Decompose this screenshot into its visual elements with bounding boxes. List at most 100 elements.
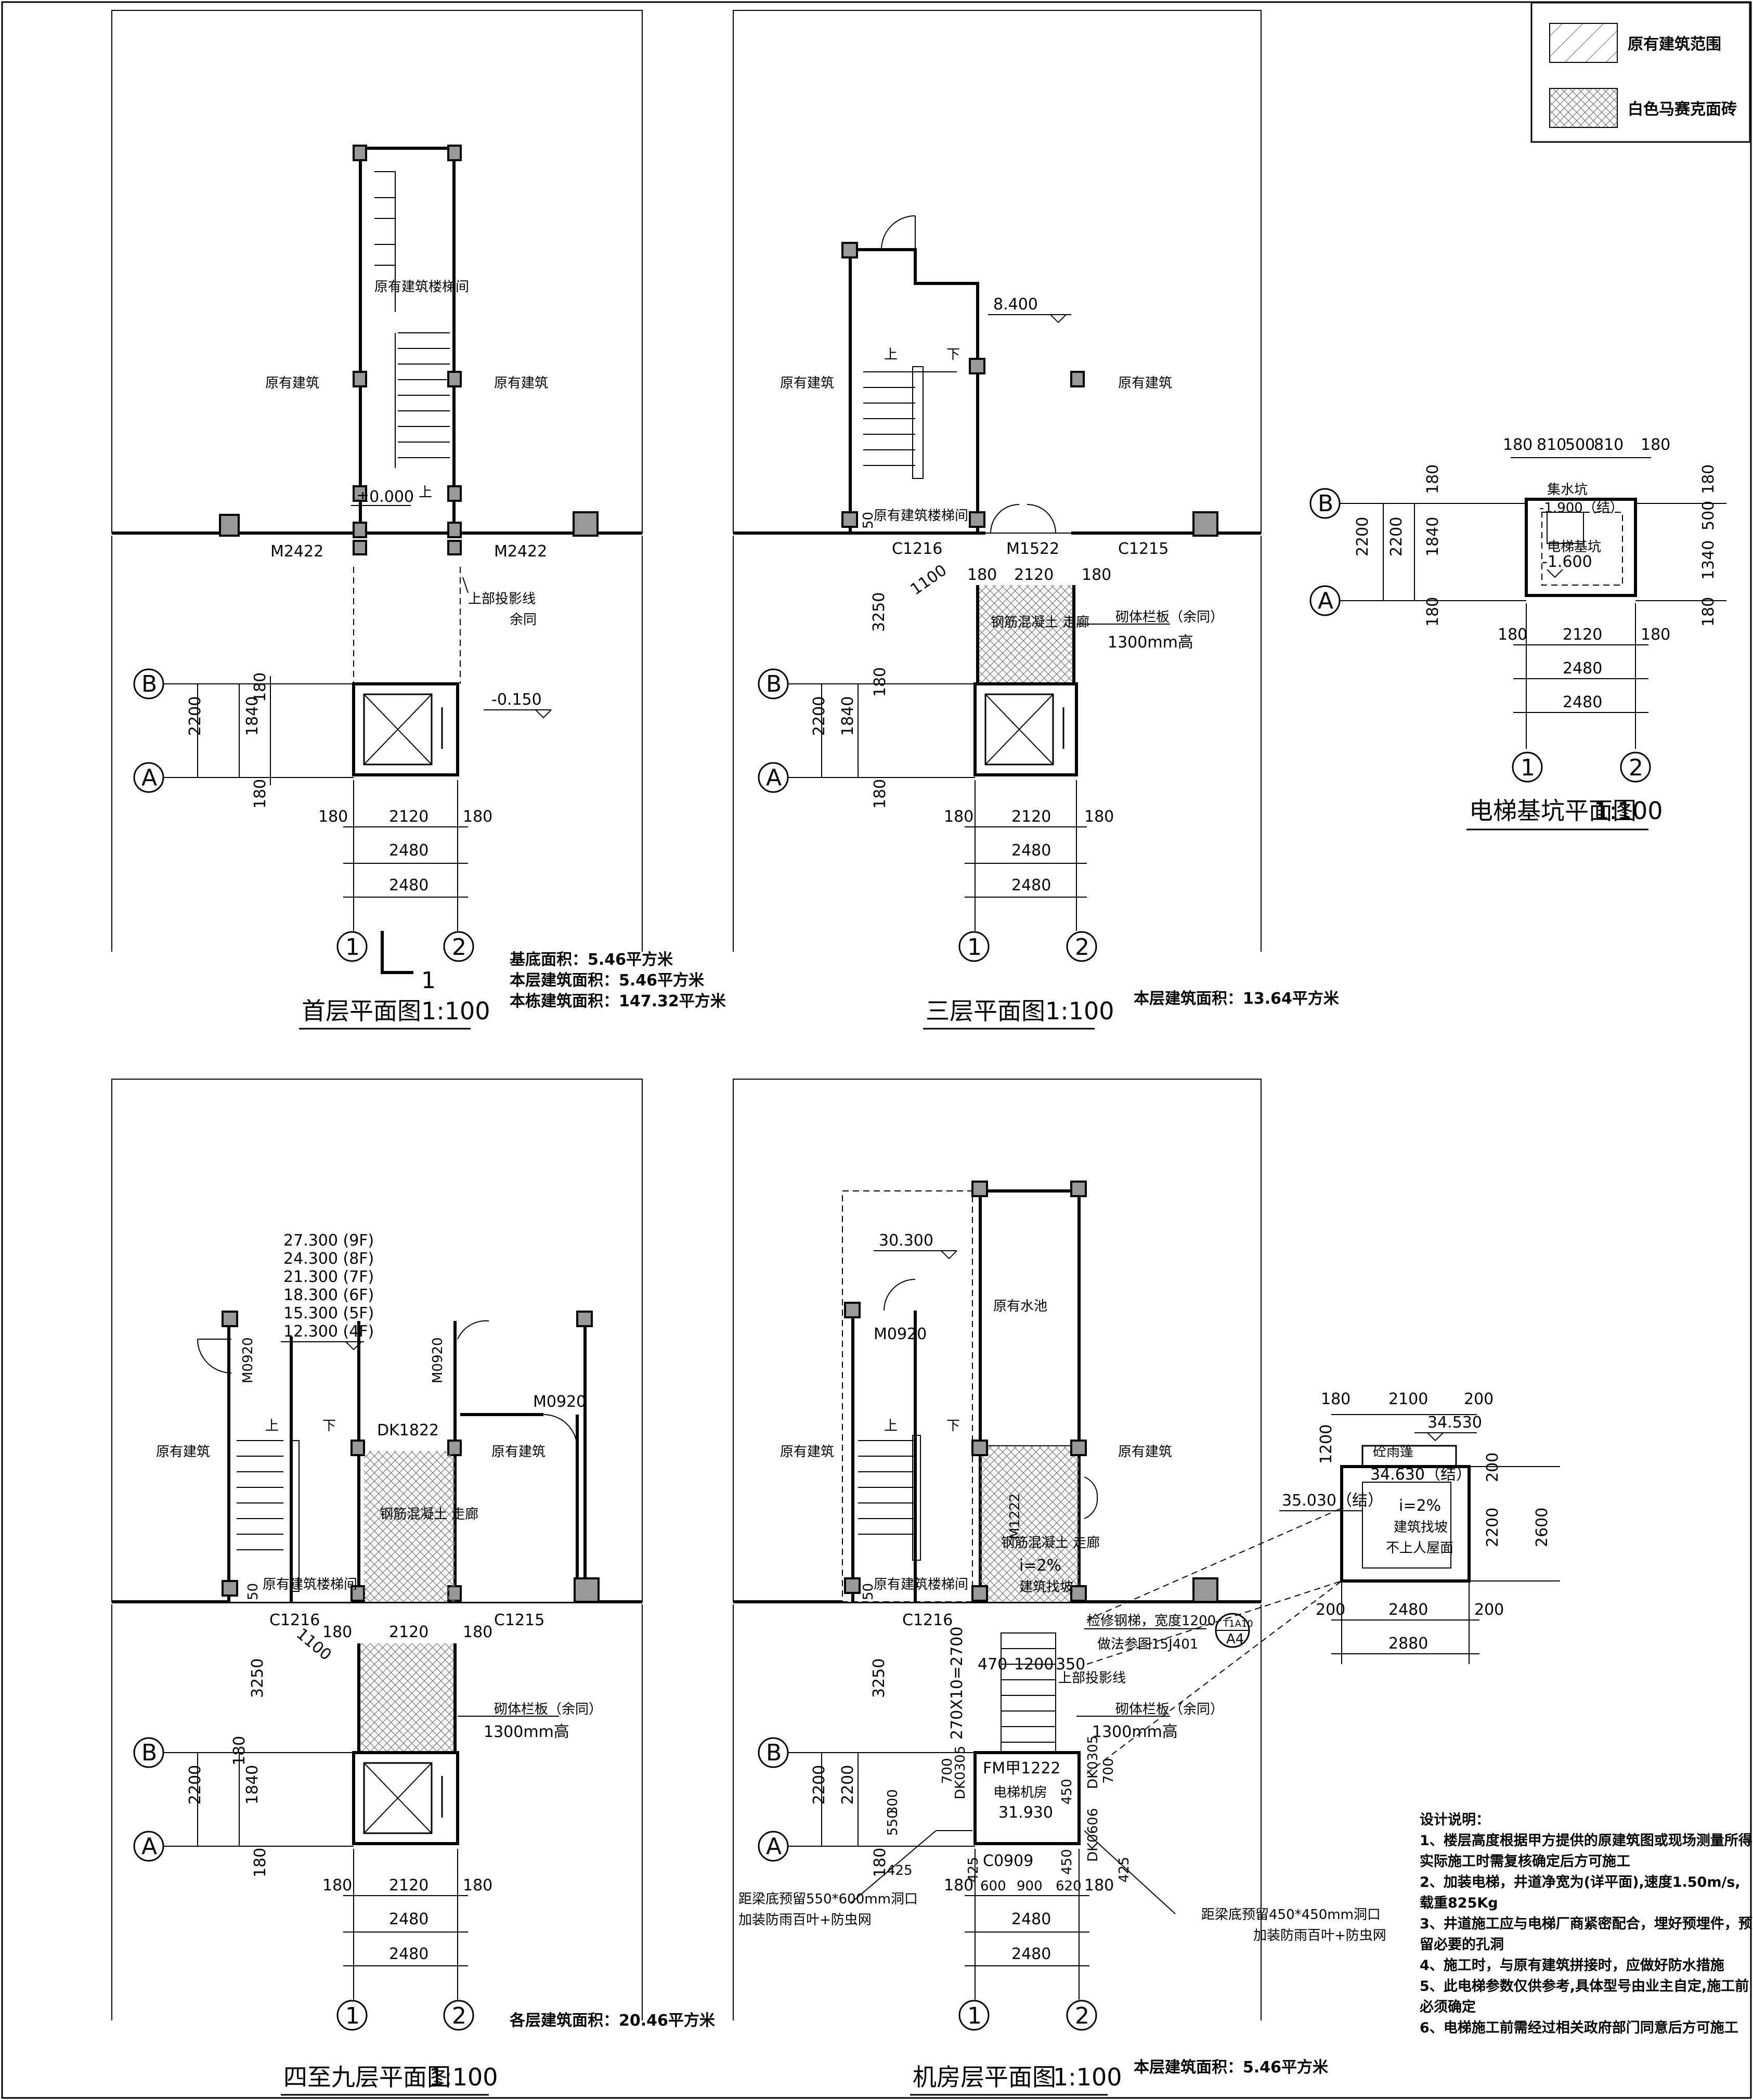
elevator-shaft <box>352 682 459 776</box>
elevator-car <box>363 693 433 766</box>
sump-elevation: -1.900（结） <box>1539 500 1624 516</box>
up-label: 上 <box>265 1418 279 1434</box>
note-line-5: 3、井道施工应与电梯厂商紧密配合，埋好预埋件，预 <box>1420 1916 1752 1932</box>
railing-height: 1300mm高 <box>1092 1723 1178 1741</box>
canopy-label: 砼雨篷 <box>1373 1444 1413 1460</box>
area-total: 本栋建筑面积：147.32平方米 <box>510 992 726 1010</box>
pit-dim-2120: 2120 <box>1563 626 1602 644</box>
railing-label: 砌体栏板（余同） <box>1115 610 1224 625</box>
dim-3250: 3250 <box>249 1658 267 1698</box>
axis-a: A <box>1318 588 1333 614</box>
note-line-8: 5、此电梯参数仅供参考,具体型号由业主自定,施工前 <box>1420 1978 1749 1994</box>
dim-180-top: 180 <box>871 667 889 697</box>
axis-b: B <box>1318 490 1333 517</box>
dim-180-right: 180 <box>463 1876 492 1895</box>
dim-180-r: 180 <box>463 1623 492 1641</box>
elevator-shaft <box>973 682 1078 776</box>
dim-2480-1: 2480 <box>389 1910 428 1928</box>
same-label: 余同 <box>510 612 537 628</box>
pit-dim-180-r: 180 <box>1641 626 1670 644</box>
railing-height: 1300mm高 <box>1108 633 1193 652</box>
axis-a: A <box>141 1833 157 1860</box>
dim-2200-b: 2200 <box>839 1765 857 1805</box>
dim-425-a: 425 <box>887 1863 913 1878</box>
pit-dim-2200: 2200 <box>1354 517 1372 556</box>
axis-2: 2 <box>1075 934 1089 961</box>
dim-50: 50 <box>861 1583 876 1600</box>
area-floor: 本层建筑面积：5.46平方米 <box>1134 2058 1328 2077</box>
elevator-car <box>363 1762 433 1834</box>
railing-label: 砌体栏板（余同） <box>1115 1702 1224 1717</box>
pit-dim-1840: 1840 <box>1424 517 1442 556</box>
existing-building-label-left: 原有建筑 <box>265 375 319 391</box>
stair-label: 原有建筑楼梯间 <box>874 508 968 524</box>
note-line-7: 4、施工时，与原有建筑拼接时，应做好防水措施 <box>1420 1958 1724 1974</box>
dim-180-right: 180 <box>1084 808 1114 826</box>
note-line-9: 必须确定 <box>1420 1999 1476 2015</box>
dim-1100: 1100 <box>907 561 951 599</box>
slope-label: i=2% <box>1019 1557 1061 1575</box>
dim-300: 300 <box>885 1789 901 1815</box>
roof-elev-35030: 35.030（结） <box>1282 1492 1383 1510</box>
dim-2120-b: 2120 <box>1011 808 1051 826</box>
existing-building-label-right: 原有建筑 <box>494 375 548 391</box>
stair-label: 原有建筑楼梯间 <box>874 1577 968 1592</box>
door-m1522: M1522 <box>1006 540 1059 558</box>
dim-350: 350 <box>1056 1655 1085 1674</box>
dim-900: 900 <box>1017 1878 1043 1894</box>
axis-2: 2 <box>452 2003 466 2029</box>
vent-note-2: 距梁底预留450*450mm洞口 <box>1201 1907 1381 1923</box>
elev-7f: 21.300 (7F) <box>283 1268 374 1286</box>
dim-50: 50 <box>861 512 876 529</box>
dim-180-bot: 180 <box>871 779 889 809</box>
dim-2120-b: 2120 <box>389 1876 428 1895</box>
axis-b: B <box>766 671 782 697</box>
axis-1: 1 <box>345 934 360 961</box>
elevation-8400: 8.400 <box>993 295 1038 314</box>
existing-building-area <box>111 10 643 534</box>
find-slope-label: 建筑找坡 <box>1019 1579 1073 1595</box>
dim-425-c: 425 <box>1116 1857 1132 1883</box>
legend-mosaic-label: 白色马赛克面砖 <box>1628 100 1737 119</box>
dim-180-right: 180 <box>463 808 492 826</box>
roof-dim-200-l: 200 <box>1316 1601 1345 1619</box>
dim-50: 50 <box>245 1583 261 1600</box>
projection-label: 上部投影线 <box>1058 1670 1126 1686</box>
pit-outline <box>1525 498 1637 597</box>
axis-2: 2 <box>1629 755 1643 781</box>
axis-a: A <box>141 764 157 791</box>
plan-scale: 1:100 <box>1053 2063 1122 2091</box>
pit-scale: 1:100 <box>1594 797 1663 825</box>
elev-6f: 18.300 (6F) <box>283 1286 374 1304</box>
notes-title: 设计说明： <box>1420 1812 1490 1828</box>
elevator-car <box>984 693 1054 766</box>
stair-label: 原有建筑楼梯间 <box>263 1577 357 1592</box>
pit-dim-right-0: 180 <box>1699 464 1718 494</box>
note-line-1: 1、楼层高度根据甲方提供的原建筑图或现场测量所得, <box>1420 1833 1753 1849</box>
note-line-6: 留必要的孔洞 <box>1420 1937 1504 1953</box>
pit-dim-top-2: 500 <box>1565 436 1595 454</box>
up-label: 上 <box>419 485 432 500</box>
dim-2200: 2200 <box>186 696 204 736</box>
section-mark: 1 <box>421 967 436 994</box>
note-line-3: 2、加装电梯，井道净宽为(详平面),速度1.50m/s, <box>1420 1874 1741 1890</box>
detail-ref-bottom: A4 <box>1226 1631 1244 1647</box>
up-label: 上 <box>884 1418 898 1434</box>
window-c1215: C1215 <box>494 1611 544 1629</box>
dim-180-l: 180 <box>967 566 997 584</box>
dim-3250: 3250 <box>870 1658 888 1698</box>
elev-9f: 27.300 (9F) <box>283 1232 374 1250</box>
dim-180-r: 180 <box>1082 566 1111 584</box>
plan-scale: 1:100 <box>1045 997 1114 1025</box>
pit-dim-180-l: 180 <box>1498 626 1527 644</box>
dim-620: 620 <box>1056 1878 1082 1894</box>
legend-existing-label: 原有建筑范围 <box>1628 35 1721 54</box>
axis-b: B <box>141 1740 157 1766</box>
dim-2480-1: 2480 <box>1011 1910 1051 1928</box>
roof-elev-34530: 34.530 <box>1427 1414 1482 1432</box>
pit-dim-top-4: 180 <box>1641 436 1670 454</box>
machine-room-label: 电梯机房 <box>993 1785 1047 1800</box>
dim-450-a: 450 <box>1059 1779 1075 1805</box>
pit-dim-right-1: 500 <box>1699 501 1718 530</box>
